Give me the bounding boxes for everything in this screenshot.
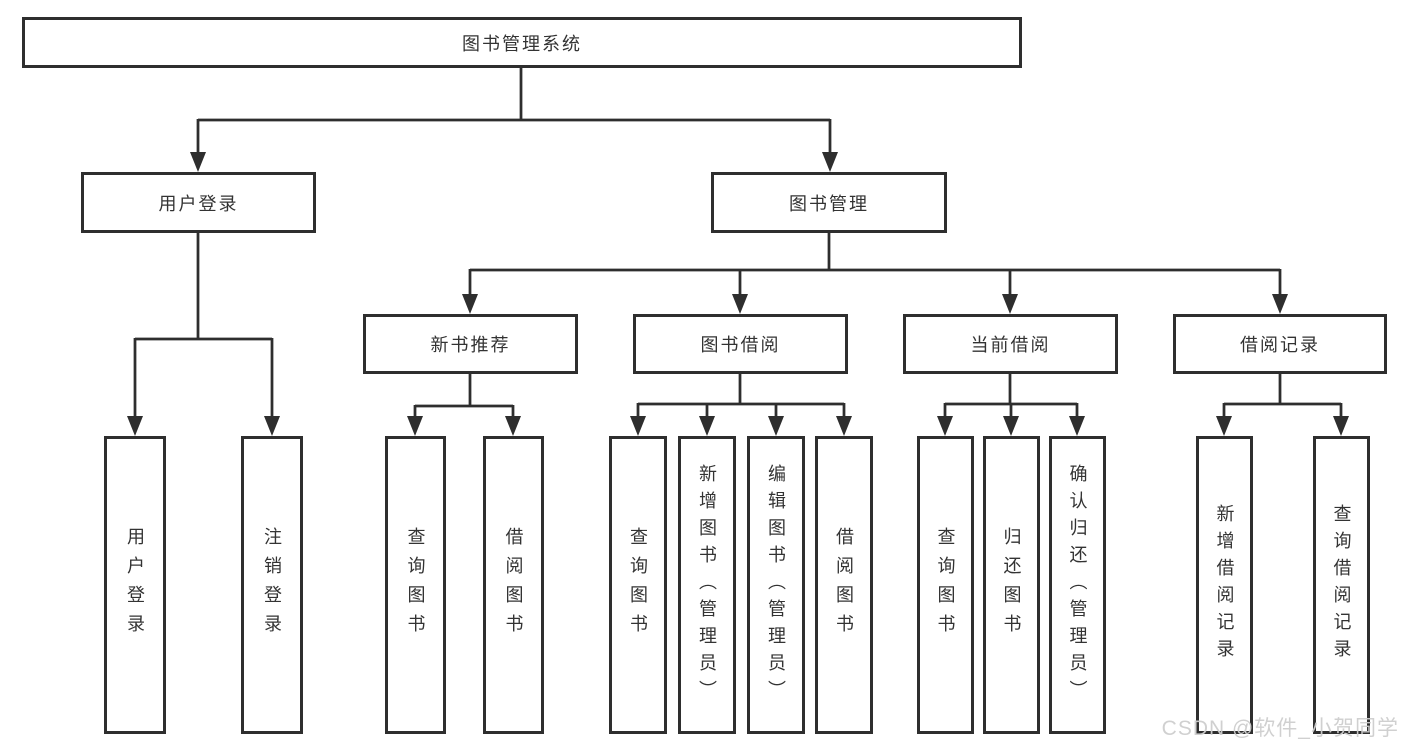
node-leaf-bb-edit-books-label: 编辑图书（管理员） (766, 463, 786, 707)
node-leaf-bb-add-books: 新增图书（管理员） (678, 436, 736, 734)
node-borrowing-records: 借阅记录 (1173, 314, 1387, 374)
node-leaf-bb-add-books-label: 新增图书（管理员） (697, 463, 717, 707)
node-leaf-bb-borrow-books-label: 借阅图书 (834, 527, 854, 643)
node-leaf-logout-label: 注销登录 (262, 527, 282, 643)
node-borrowing-records-label: 借阅记录 (1240, 335, 1320, 355)
node-leaf-cb-query-books: 查询图书 (917, 436, 974, 734)
node-leaf-br-add-record: 新增借阅记录 (1196, 436, 1253, 734)
node-leaf-br-query-record: 查询借阅记录 (1313, 436, 1370, 734)
node-leaf-cb-return-books-label: 归还图书 (1001, 527, 1022, 643)
node-leaf-rec-borrow-books: 借阅图书 (483, 436, 544, 734)
node-leaf-br-add-record-label: 新增借阅记录 (1214, 504, 1235, 666)
node-leaf-logout: 注销登录 (241, 436, 303, 734)
node-leaf-cb-query-books-label: 查询图书 (935, 527, 956, 643)
node-new-book-recommendation: 新书推荐 (363, 314, 578, 374)
node-leaf-bb-query-books: 查询图书 (609, 436, 667, 734)
node-leaf-user-login-label: 用户登录 (125, 527, 145, 643)
node-leaf-cb-confirm-return: 确认归还（管理员） (1049, 436, 1106, 734)
node-leaf-rec-query-books-label: 查询图书 (405, 527, 426, 643)
node-leaf-rec-borrow-books-label: 借阅图书 (503, 527, 524, 643)
node-leaf-cb-confirm-return-label: 确认归还（管理员） (1067, 463, 1088, 707)
node-leaf-bb-borrow-books: 借阅图书 (815, 436, 873, 734)
node-leaf-user-login: 用户登录 (104, 436, 166, 734)
node-user-login-label: 用户登录 (158, 193, 239, 214)
node-current-borrowing-label: 当前借阅 (970, 335, 1051, 355)
node-leaf-bb-edit-books: 编辑图书（管理员） (747, 436, 805, 734)
node-root-system: 图书管理系统 (22, 17, 1022, 68)
node-current-borrowing: 当前借阅 (903, 314, 1118, 374)
node-book-borrowing-label: 图书借阅 (700, 335, 781, 355)
node-book-management-label: 图书管理 (789, 193, 869, 214)
node-new-book-recommendation-label: 新书推荐 (430, 335, 511, 355)
node-leaf-rec-query-books: 查询图书 (385, 436, 446, 734)
arrowheads (127, 152, 1349, 436)
node-book-management: 图书管理 (711, 172, 947, 233)
node-leaf-bb-query-books-label: 查询图书 (628, 527, 648, 643)
node-root-system-label: 图书管理系统 (462, 33, 582, 54)
node-leaf-br-query-record-label: 查询借阅记录 (1331, 504, 1352, 666)
node-book-borrowing: 图书借阅 (633, 314, 848, 374)
node-leaf-cb-return-books: 归还图书 (983, 436, 1040, 734)
node-user-login: 用户登录 (81, 172, 316, 233)
